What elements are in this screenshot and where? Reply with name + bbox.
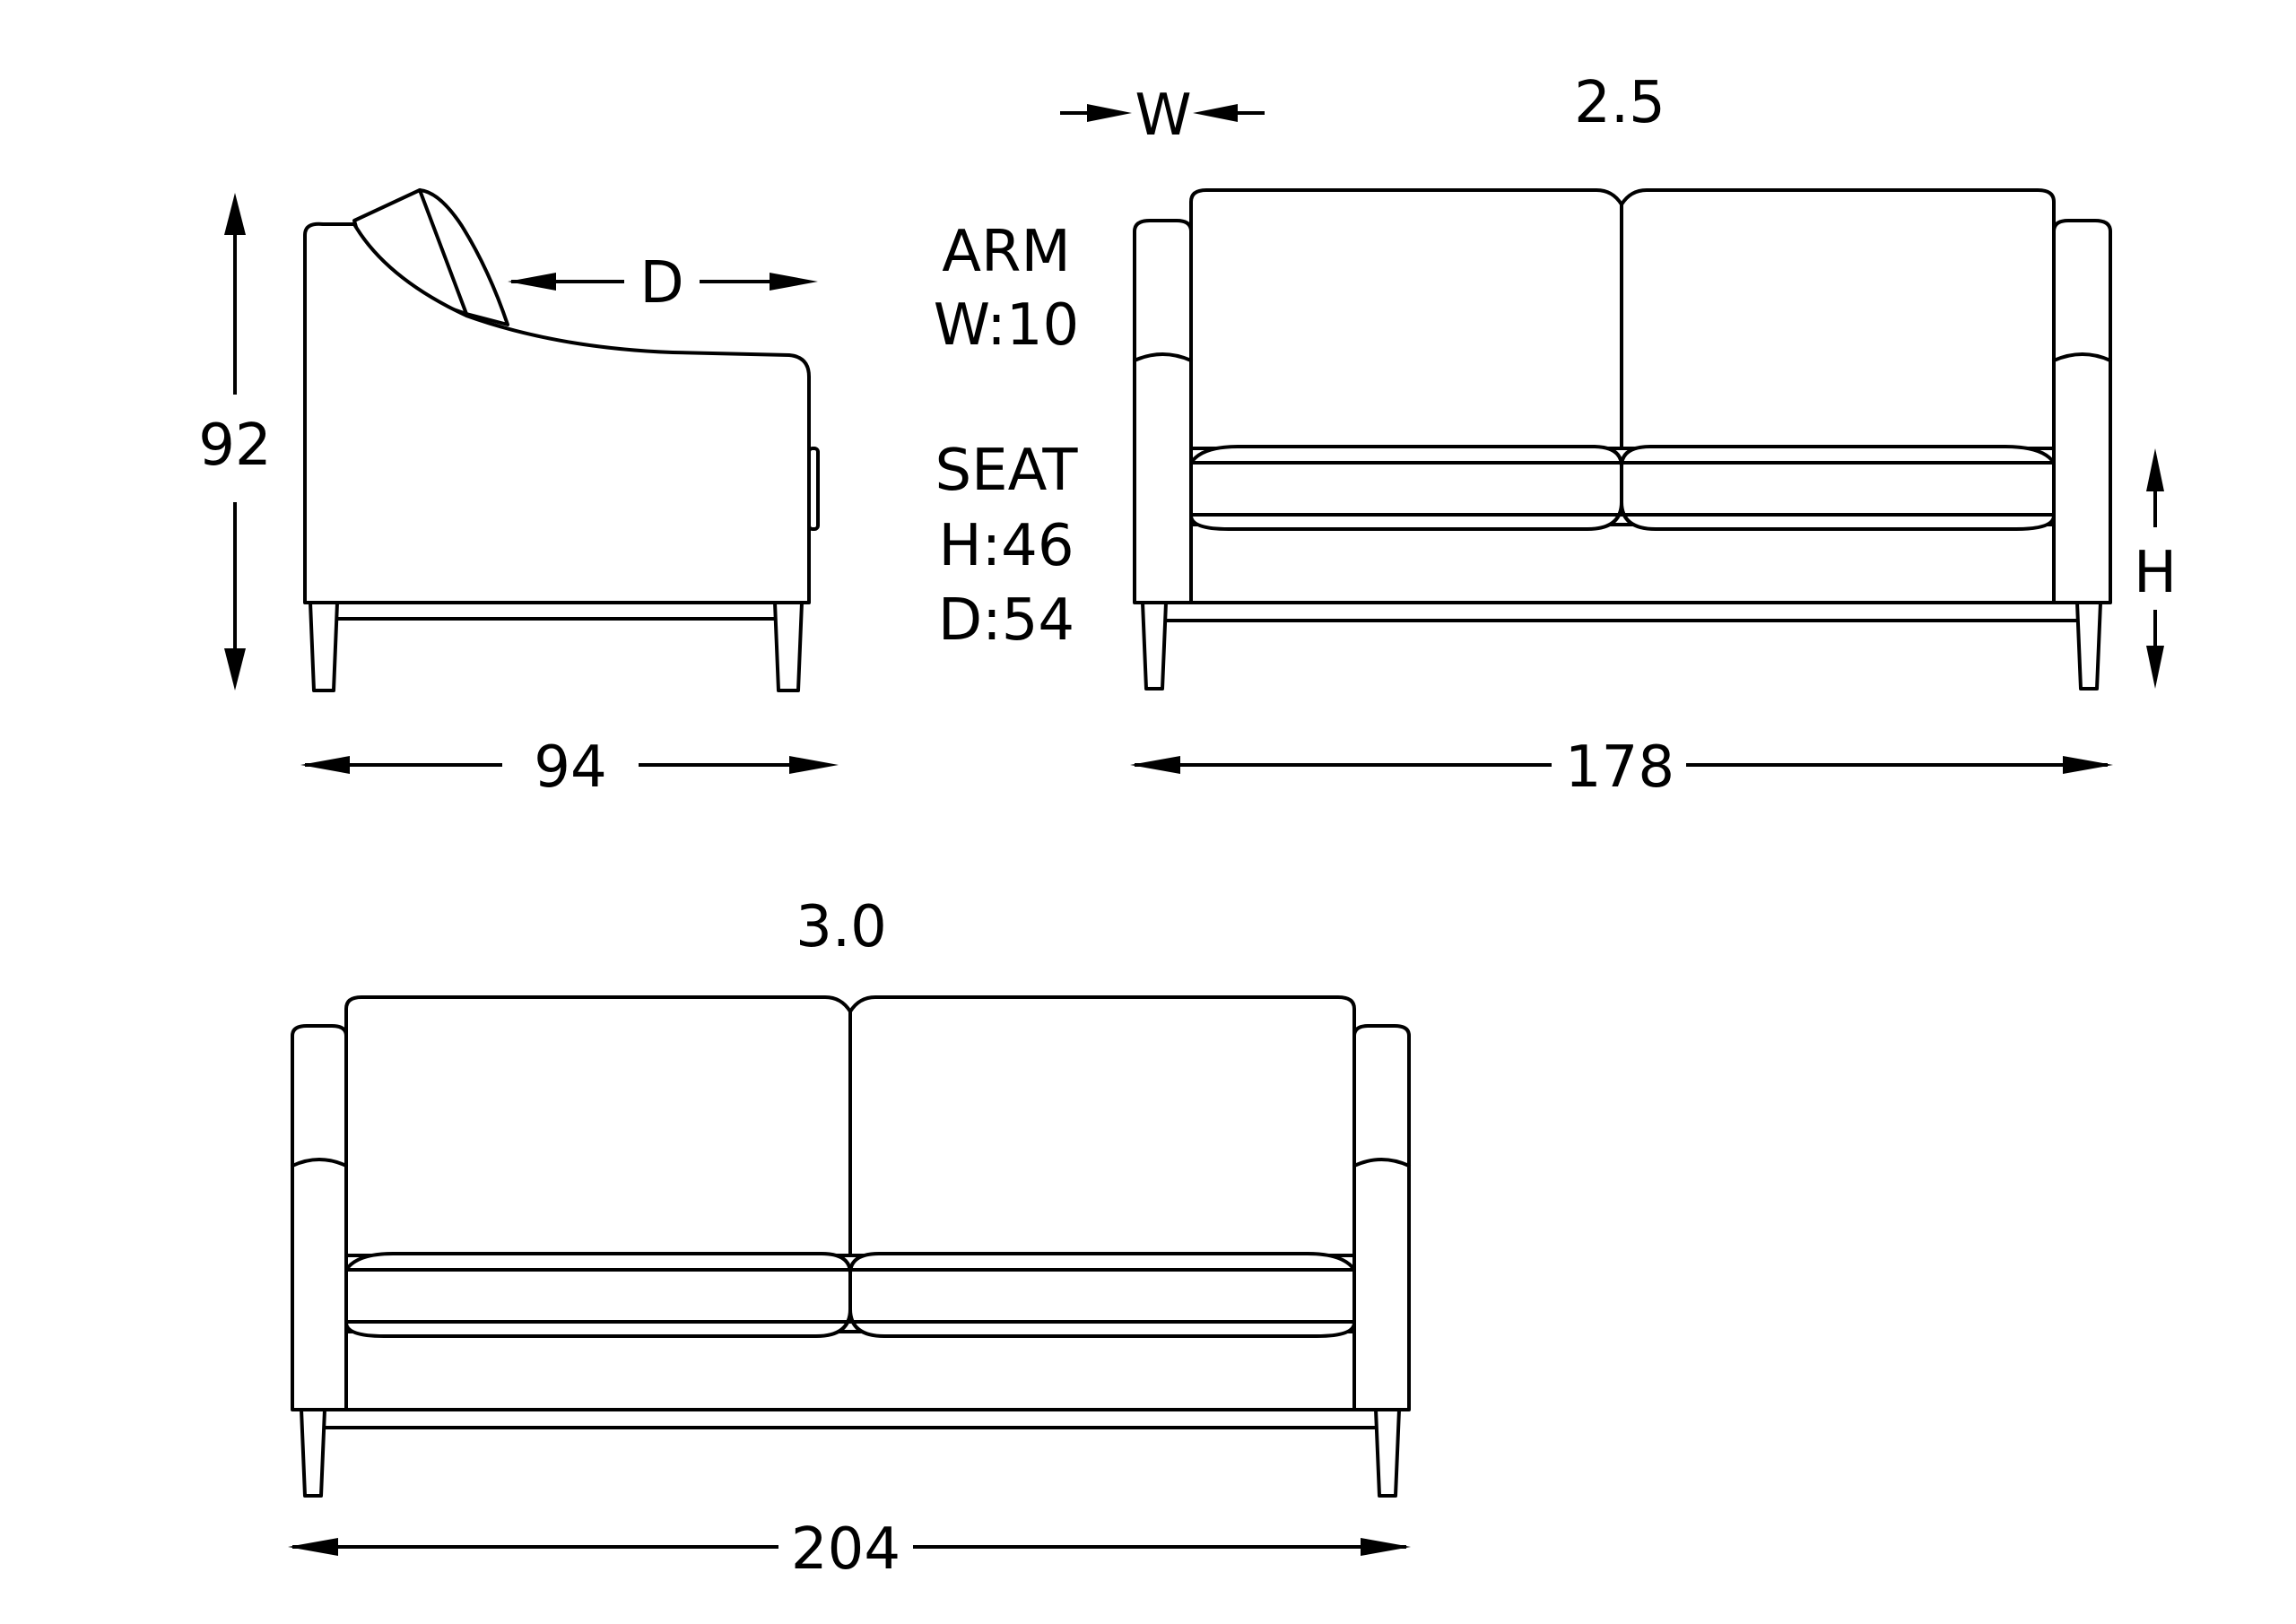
seat-base	[1189, 523, 2056, 604]
height-label: 92	[198, 413, 271, 479]
seat-height-marker: H	[2134, 448, 2177, 689]
sofa-2-5-width-label: 178	[1565, 734, 1674, 801]
seat-depth: D:54	[938, 587, 1074, 654]
side-leg-front	[773, 601, 804, 692]
back-cushion-left	[344, 995, 852, 1257]
arm-width-marker: W	[1060, 83, 1265, 149]
sofa-2-5-leg-left	[1141, 601, 1168, 690]
arm-heading: ARM	[942, 219, 1070, 285]
side-front-panel	[807, 447, 820, 531]
side-cushion-seam	[418, 188, 468, 316]
seat-heading: SEAT	[935, 438, 1079, 504]
sofa-3-0-leg-right	[1374, 1408, 1401, 1498]
seat-cushion-right	[1620, 445, 2056, 531]
depth-marker-label: D	[639, 250, 683, 317]
specs-block: ARM W:10 SEAT H:46 D:54	[934, 219, 1080, 654]
seat-height: H:46	[938, 513, 1074, 579]
left-arm	[1133, 219, 1193, 604]
seat-depth-marker: D	[508, 250, 818, 317]
depth-total-label: 94	[534, 734, 606, 801]
back-cushion-right	[1620, 188, 2056, 450]
sofa-3-0-leg-left	[300, 1408, 326, 1498]
seat-height-marker-label: H	[2134, 540, 2177, 606]
height-dimension: 92	[198, 193, 272, 690]
arm-width-marker-label: W	[1135, 83, 1191, 149]
sofa-2-5-leg-right	[2075, 601, 2102, 690]
back-cushion-right	[848, 995, 1356, 1257]
side-body	[303, 221, 811, 604]
left-arm	[291, 1024, 348, 1411]
sofa-2-5-title: 2.5	[1574, 70, 1665, 136]
back-cushion-left	[1189, 188, 1623, 450]
sofa-3-0-front: 3.0 204	[288, 894, 1411, 1583]
sofa-3-0-title: 3.0	[796, 894, 887, 960]
seat-cushion-left	[344, 1252, 852, 1338]
side-leg-rear	[309, 601, 339, 692]
seat-cushion-right	[848, 1252, 1356, 1338]
right-arm	[1352, 1024, 1411, 1411]
seat-base	[344, 1330, 1356, 1411]
side-view: 92 94 D	[198, 188, 839, 801]
right-arm-seam	[2052, 352, 2112, 362]
seat-cushion-left	[1189, 445, 1623, 531]
sofa-2-5-width-dimension: 178	[1130, 734, 2113, 801]
right-arm-seam	[1352, 1158, 1411, 1168]
left-arm-seam	[291, 1158, 348, 1168]
sofa-3-0-width-dimension: 204	[288, 1516, 1411, 1583]
right-arm	[2052, 219, 2112, 604]
sofa-3-0-width-label: 204	[791, 1516, 900, 1583]
left-arm-seam	[1133, 352, 1193, 362]
arm-width: W:10	[934, 292, 1080, 359]
side-depth-dimension: 94	[300, 734, 839, 801]
sofa-2-5-front: 2.5 W H	[1060, 70, 2177, 801]
